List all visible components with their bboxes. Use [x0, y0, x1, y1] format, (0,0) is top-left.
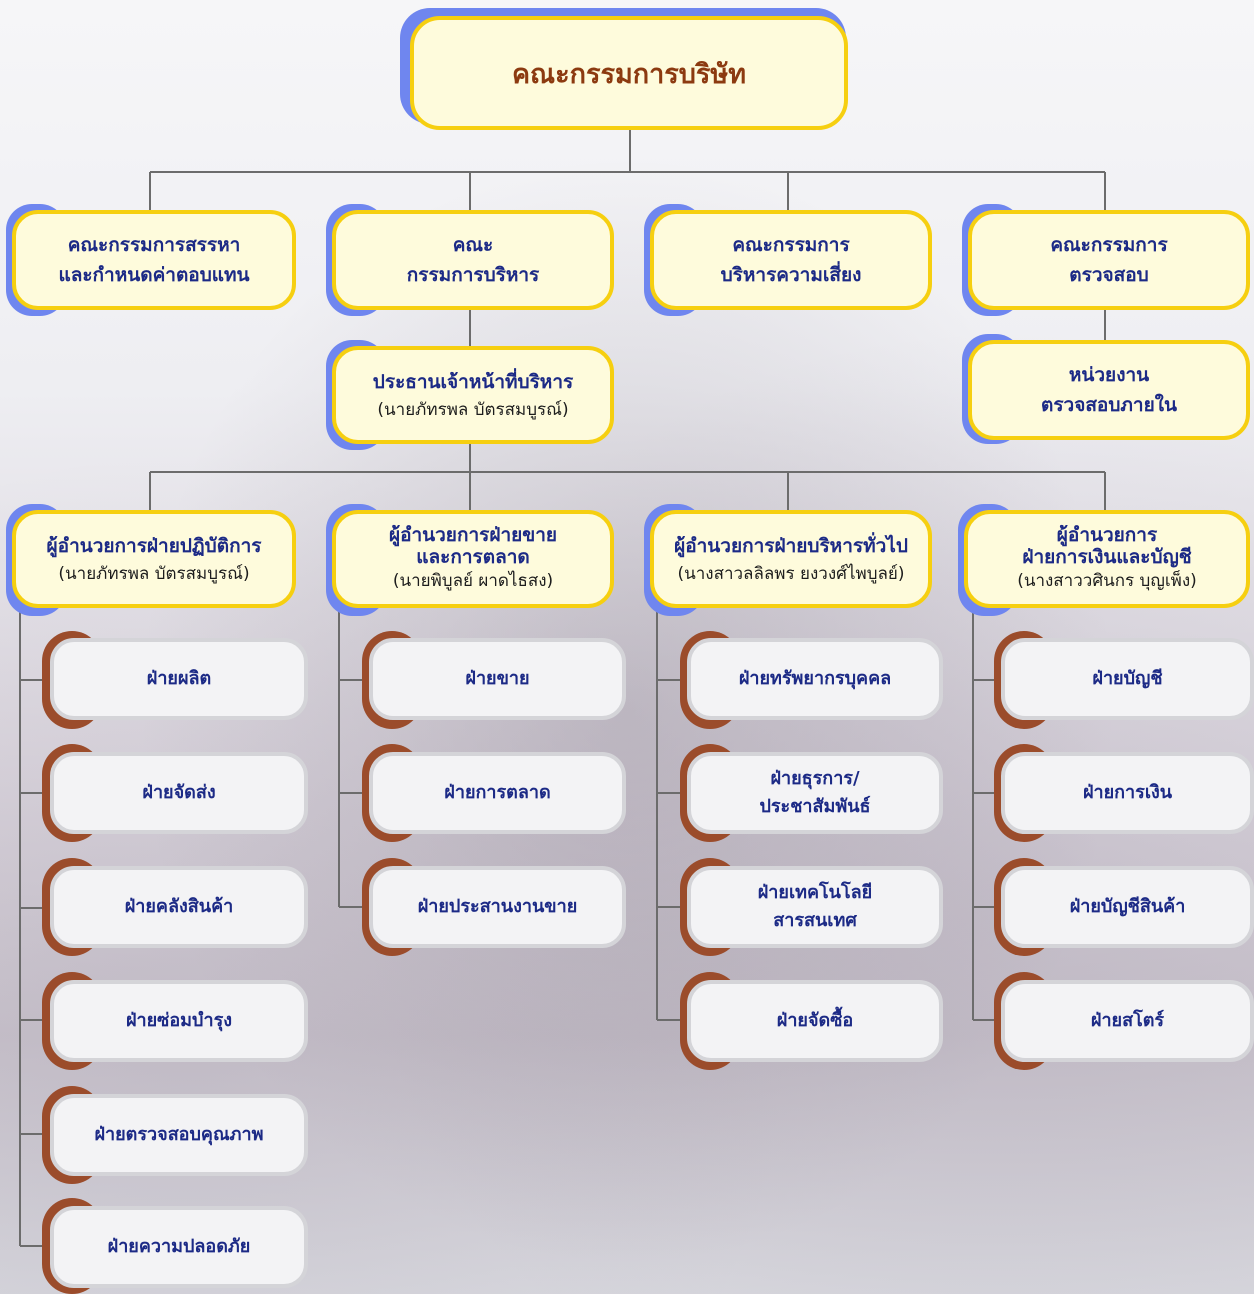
- dept-box: ฝ่ายตรวจสอบคุณภาพ: [50, 1094, 308, 1176]
- dept-box: ฝ่ายทรัพยากรบุคคล: [687, 638, 943, 720]
- committee-line1: คณะ: [452, 234, 494, 256]
- dept-box: ฝ่ายความปลอดภัย: [50, 1206, 308, 1288]
- dept-label: ฝ่ายตรวจสอบคุณภาพ: [94, 1124, 264, 1145]
- committee-line2: กรรมการบริหาร: [406, 264, 540, 286]
- committee-line1: คณะกรรมการ: [732, 234, 850, 256]
- dept-label: ฝ่ายคลังสินค้า: [124, 896, 234, 917]
- internal-audit-line1: หน่วยงาน: [1068, 364, 1150, 386]
- dept-label: ฝ่ายขาย: [465, 668, 530, 689]
- director-name: (นางสาวลลิลพร ยงวงศ์ไพบูลย์): [677, 564, 905, 584]
- director-title: ผู้อำนวยการ: [1056, 524, 1158, 546]
- dept-label: ฝ่ายความปลอดภัย: [107, 1236, 251, 1257]
- ceo-name: (นายภัทรพล บัตรสมบูรณ์): [377, 400, 569, 420]
- dept-label-line2: สารสนเทศ: [773, 910, 857, 931]
- director-admin-box: ผู้อำนวยการฝ่ายบริหารทั่วไป (นางสาวลลิลพ…: [650, 510, 932, 608]
- director-title-line2: ฝ่ายการเงินและบัญชี: [1022, 546, 1192, 568]
- nomination-committee-box: คณะกรรมการสรรหา และกำหนดค่าตอบแทน: [12, 210, 296, 310]
- dept-box: ฝ่ายบัญชีสินค้า: [1001, 866, 1254, 948]
- dept-box: ฝ่ายสโตร์: [1001, 980, 1254, 1062]
- dept-box: ฝ่ายเทคโนโลยี สารสนเทศ: [687, 866, 943, 948]
- internal-audit-box: หน่วยงาน ตรวจสอบภายใน: [968, 340, 1250, 440]
- dept-box: ฝ่ายซ่อมบำรุง: [50, 980, 308, 1062]
- committee-line2: บริหารความเสี่ยง: [720, 264, 862, 286]
- dept-label: ฝ่ายจัดส่ง: [142, 782, 216, 803]
- board-box: คณะกรรมการบริษัท: [410, 16, 848, 130]
- dept-box: ฝ่ายคลังสินค้า: [50, 866, 308, 948]
- director-name: (นายพิบูลย์ ผาดไธสง): [392, 571, 554, 591]
- board-title: คณะกรรมการบริษัท: [511, 58, 746, 90]
- dept-label: ฝ่ายบัญชีสินค้า: [1069, 896, 1186, 917]
- dept-label: ฝ่ายสโตร์: [1090, 1010, 1165, 1031]
- audit-committee-box: คณะกรรมการ ตรวจสอบ: [968, 210, 1250, 310]
- dept-label-line2: ประชาสัมพันธ์: [759, 796, 871, 817]
- dept-label: ฝ่ายทรัพยากรบุคคล: [738, 668, 892, 689]
- dept-label: ฝ่ายผลิต: [146, 668, 212, 689]
- dept-box: ฝ่ายผลิต: [50, 638, 308, 720]
- dept-box: ฝ่ายการเงิน: [1001, 752, 1254, 834]
- committee-line1: คณะกรรมการ: [1050, 234, 1168, 256]
- executive-committee-box: คณะ กรรมการบริหาร: [332, 210, 614, 310]
- dept-box: ฝ่ายขาย: [369, 638, 626, 720]
- dept-box: ฝ่ายจัดส่ง: [50, 752, 308, 834]
- director-finance-box: ผู้อำนวยการ ฝ่ายการเงินและบัญชี (นางสาวว…: [964, 510, 1250, 608]
- director-sales-box: ผู้อำนวยการฝ่ายขาย และการตลาด (นายพิบูลย…: [332, 510, 614, 608]
- dept-label: ฝ่ายธุรการ/: [770, 768, 860, 789]
- committee-line2: และกำหนดค่าตอบแทน: [58, 264, 250, 286]
- dept-label: ฝ่ายซ่อมบำรุง: [125, 1010, 233, 1031]
- dept-label: ฝ่ายจัดซื้อ: [776, 1010, 854, 1031]
- committee-line1: คณะกรรมการสรรหา: [67, 234, 241, 256]
- internal-audit-line2: ตรวจสอบภายใน: [1040, 394, 1177, 416]
- dept-box: ฝ่ายบัญชี: [1001, 638, 1254, 720]
- director-name: (นายภัทรพล บัตรสมบูรณ์): [58, 564, 250, 584]
- director-operations-box: ผู้อำนวยการฝ่ายปฏิบัติการ (นายภัทรพล บัต…: [12, 510, 296, 608]
- dept-box: ฝ่ายประสานงานขาย: [369, 866, 626, 948]
- dept-label: ฝ่ายเทคโนโลยี: [757, 882, 873, 903]
- director-title: ผู้อำนวยการฝ่ายปฏิบัติการ: [46, 535, 262, 557]
- dept-label: ฝ่ายประสานงานขาย: [417, 896, 578, 917]
- ceo-box: ประธานเจ้าหน้าที่บริหาร (นายภัทรพล บัตรส…: [332, 346, 614, 444]
- dept-box: ฝ่ายธุรการ/ ประชาสัมพันธ์: [687, 752, 943, 834]
- risk-committee-box: คณะกรรมการ บริหารความเสี่ยง: [650, 210, 932, 310]
- dept-label: ฝ่ายการตลาด: [444, 782, 551, 803]
- ceo-title: ประธานเจ้าหน้าที่บริหาร: [372, 371, 574, 393]
- dept-label: ฝ่ายการเงิน: [1082, 782, 1173, 803]
- director-title: ผู้อำนวยการฝ่ายบริหารทั่วไป: [674, 535, 908, 557]
- director-title: ผู้อำนวยการฝ่ายขาย: [388, 524, 558, 546]
- director-name: (นางสาววศินกร บุญเพ็ง): [1017, 571, 1197, 591]
- dept-box: ฝ่ายจัดซื้อ: [687, 980, 943, 1062]
- committee-line2: ตรวจสอบ: [1069, 264, 1149, 286]
- director-title-line2: และการตลาด: [416, 546, 530, 568]
- dept-box: ฝ่ายการตลาด: [369, 752, 626, 834]
- dept-label: ฝ่ายบัญชี: [1092, 668, 1163, 689]
